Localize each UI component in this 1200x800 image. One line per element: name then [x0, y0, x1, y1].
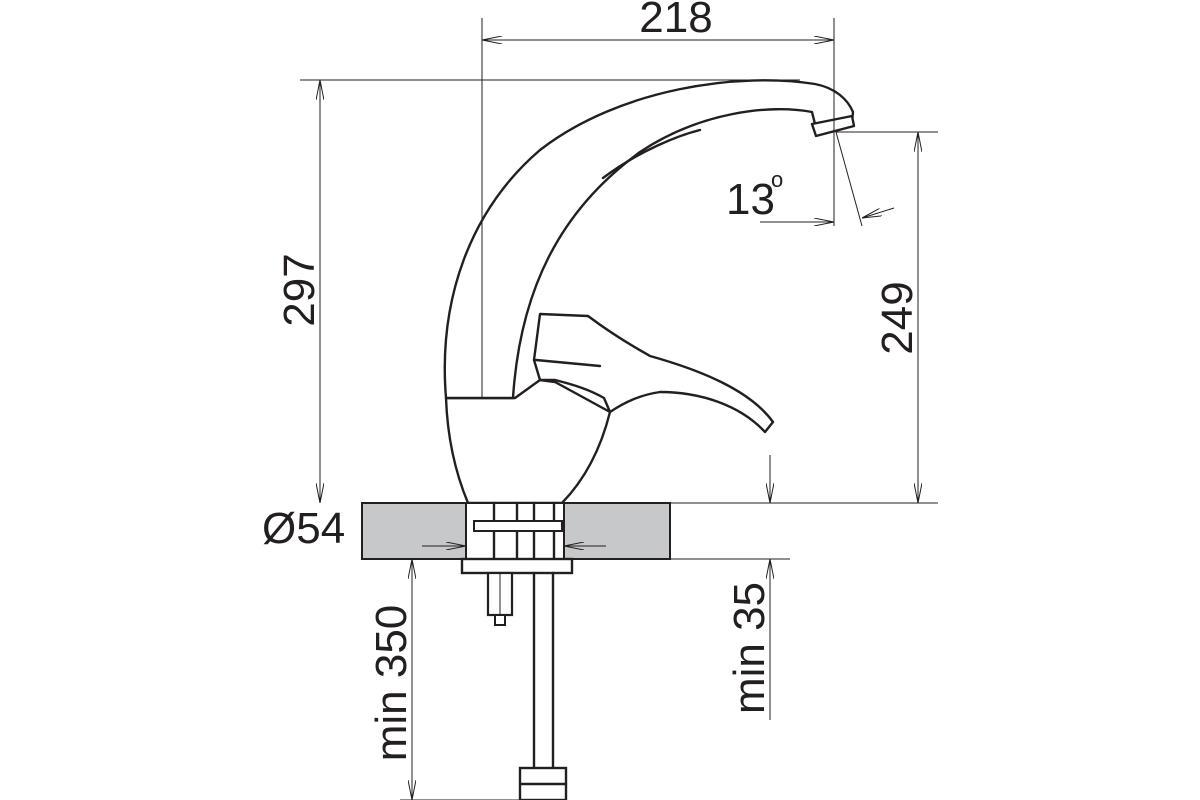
countertop-label: min 35	[725, 582, 774, 714]
aerator	[810, 114, 856, 138]
lever-crease	[534, 358, 602, 368]
dimension-diameter: Ø54	[262, 504, 606, 553]
faucet-base	[444, 378, 612, 505]
dimension-angle: 13 o	[726, 110, 895, 227]
hose-label: min 350	[367, 605, 416, 762]
spout-highlight	[601, 128, 702, 180]
dimension-reach: 218	[481, 0, 835, 398]
reach-label: 218	[639, 0, 712, 42]
dimension-spout-height: 249	[836, 131, 938, 503]
angle-degree-symbol: o	[771, 167, 783, 192]
hose-and-studs	[486, 571, 568, 800]
total-height-label: 297	[275, 253, 324, 326]
diameter-label: Ø54	[262, 504, 345, 553]
dimension-total-height: 297	[275, 79, 800, 503]
spout-height-label: 249	[873, 281, 922, 354]
mounting-assembly	[460, 501, 574, 575]
dimension-countertop: min 35	[670, 455, 938, 720]
lever-handle	[532, 312, 775, 434]
dimension-hose: min 350	[367, 559, 520, 800]
faucet-spout	[443, 79, 855, 400]
angle-label: 13	[726, 175, 775, 224]
